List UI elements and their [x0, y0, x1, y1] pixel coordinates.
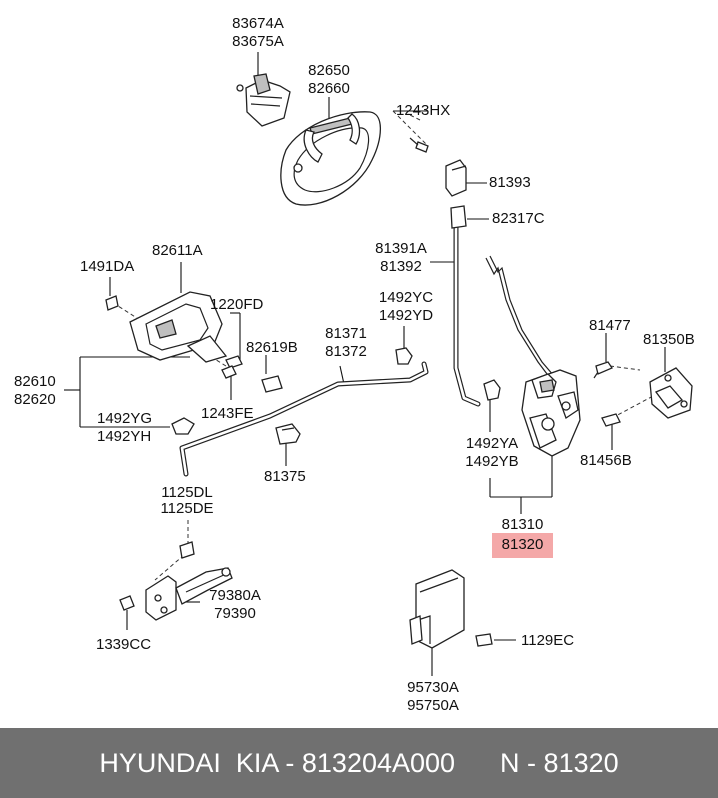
part-81393-cap — [445, 159, 467, 197]
parts-diagram — [64, 52, 693, 676]
screw-81477 — [593, 361, 613, 379]
clip-1492ya — [483, 379, 501, 401]
nut-1339cc — [119, 595, 135, 611]
label-1492yg: 1492YG — [97, 410, 153, 427]
label-81350b: 81350B — [643, 331, 695, 348]
label-82619b: 82619B — [246, 339, 298, 356]
label-81393: 81393 — [489, 174, 531, 191]
label-81456b: 81456B — [580, 452, 632, 469]
clip-1492yc — [395, 347, 413, 365]
clip-1492yg — [171, 417, 195, 435]
label-1491da: 1491DA — [80, 258, 135, 275]
part-81310-latch — [521, 369, 581, 457]
screw-1129ec — [475, 633, 493, 647]
label-1220fd: 1220FD — [210, 296, 264, 313]
label-81371: 81371 — [325, 325, 367, 342]
label-1492yh: 1492YH — [97, 428, 152, 445]
clip-81375 — [275, 423, 301, 445]
label-1129ec: 1129EC — [521, 632, 575, 649]
label-83675a: 83675A — [232, 33, 284, 50]
label-82317c: 82317C — [492, 210, 545, 227]
label-83674a: 83674A — [232, 15, 284, 32]
screw-81456b — [601, 413, 621, 427]
label-82610: 82610 — [14, 373, 56, 390]
part-79380a-door-checker — [145, 567, 233, 621]
part-82611a-inside-handle — [129, 291, 228, 363]
highlight-81320 — [492, 533, 553, 558]
label-82650: 82650 — [308, 62, 350, 79]
label-81375: 81375 — [264, 468, 306, 485]
label-1492yb: 1492YB — [465, 453, 519, 470]
label-81391a: 81391A — [375, 240, 427, 257]
screw-1243hx — [409, 137, 429, 153]
label-81310: 81310 — [501, 516, 544, 533]
label-81320: 81320 — [501, 536, 544, 553]
footer-bar: HYUNDAI KIA - 813204A000 N - 81320 — [0, 728, 718, 798]
label-81372: 81372 — [325, 343, 367, 360]
label-81392: 81392 — [380, 258, 422, 275]
label-95750a: 95750A — [407, 697, 459, 714]
label-1243fe: 1243FE — [201, 405, 254, 422]
label-95730a: 95730A — [407, 679, 459, 696]
label-82660: 82660 — [308, 80, 350, 97]
bolt-1125dl — [179, 541, 195, 559]
label-1492ya: 1492YA — [465, 435, 519, 452]
label-79380a: 79380A — [209, 587, 261, 604]
label-82611a: 82611A — [152, 242, 203, 259]
part-82619b-pad — [261, 375, 283, 393]
screw-1243fe — [221, 365, 237, 379]
screw-1491da — [105, 295, 119, 311]
label-81477: 81477 — [589, 317, 631, 334]
label-1125de: 1125DE — [160, 500, 214, 517]
part-95730a-module — [409, 569, 465, 649]
part-81350b-striker — [649, 367, 693, 419]
label-82620: 82620 — [14, 391, 56, 408]
part-82650-outside-handle — [280, 111, 382, 206]
parts-drawing — [64, 52, 693, 676]
screw-1220fd — [225, 355, 243, 369]
label-1125dl: 1125DL — [161, 484, 213, 501]
lock-rods — [179, 205, 555, 477]
label-79390: 79390 — [214, 605, 256, 622]
label-1339cc: 1339CC — [96, 636, 152, 653]
label-1492yc: 1492YC — [378, 289, 434, 306]
part-83674a-clip — [236, 73, 291, 127]
label-1243hx: 1243HX — [396, 102, 451, 119]
footer-part-number: HYUNDAI KIA - 813204A000 N - 81320 — [99, 748, 619, 778]
label-1492yd: 1492YD — [378, 307, 434, 324]
